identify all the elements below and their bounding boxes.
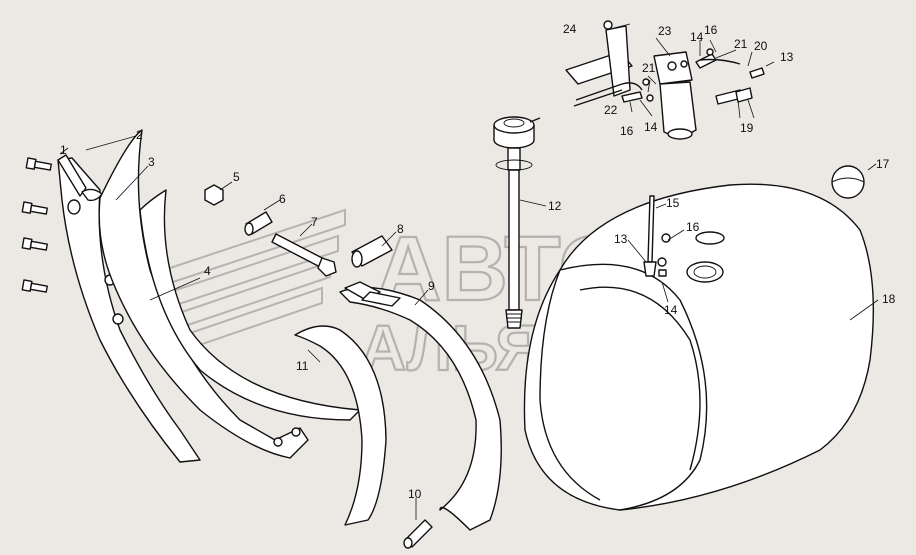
callout-22: 22 bbox=[604, 103, 618, 117]
callout-17: 17 bbox=[876, 157, 890, 171]
strap-4 bbox=[98, 129, 361, 459]
callout-15: 15 bbox=[666, 196, 680, 210]
callout-6: 6 bbox=[279, 192, 286, 206]
callout-4: 4 bbox=[204, 264, 211, 278]
callout-12: 12 bbox=[548, 199, 562, 213]
callout-18: 18 bbox=[882, 292, 896, 306]
callout-3: 3 bbox=[148, 155, 155, 169]
callout-10: 10 bbox=[408, 487, 422, 501]
leader-lines bbox=[59, 23, 879, 520]
callout-19: 19 bbox=[740, 121, 754, 135]
bushing-6 bbox=[244, 211, 273, 236]
callout-14-tank: 14 bbox=[664, 303, 678, 317]
callout-23: 23 bbox=[658, 24, 672, 38]
callout-14-filter-top: 14 bbox=[690, 30, 704, 44]
nut-5 bbox=[204, 184, 224, 206]
callout-5: 5 bbox=[233, 170, 240, 184]
tank-cap-17 bbox=[831, 165, 865, 199]
callout-21-left: 21 bbox=[642, 61, 656, 75]
callout-16-filter-top: 16 bbox=[704, 23, 718, 37]
strap-11 bbox=[294, 325, 387, 526]
callout-14-filter-bottom: 14 bbox=[644, 120, 658, 134]
callout-7: 7 bbox=[311, 215, 318, 229]
strap-9 bbox=[339, 281, 502, 531]
callout-21-right: 21 bbox=[734, 37, 748, 51]
fuel-level-sensor-12 bbox=[493, 116, 541, 329]
callout-13-filter: 13 bbox=[780, 50, 794, 64]
callout-16-tank: 16 bbox=[686, 220, 700, 234]
filter-assembly bbox=[565, 20, 765, 140]
callout-20: 20 bbox=[754, 39, 768, 53]
fuel-tube-15 bbox=[643, 195, 671, 277]
callout-8: 8 bbox=[397, 222, 404, 236]
fuel-tank-18 bbox=[523, 183, 875, 511]
callout-2: 2 bbox=[136, 128, 143, 142]
callout-1: 1 bbox=[60, 143, 67, 157]
long-bolt-7 bbox=[271, 233, 337, 277]
callout-labels: 1 2 3 4 5 6 7 8 9 10 11 12 13 13 14 14 1… bbox=[60, 22, 896, 501]
sleeve-8 bbox=[351, 235, 393, 268]
callout-24: 24 bbox=[563, 22, 577, 36]
bolt-set-1 bbox=[21, 157, 52, 293]
callout-16-filter-bottom: 16 bbox=[620, 124, 634, 138]
pin-10 bbox=[403, 519, 433, 549]
callout-11: 11 bbox=[296, 359, 309, 373]
callout-9: 9 bbox=[428, 279, 435, 293]
callout-13-tank: 13 bbox=[614, 232, 628, 246]
